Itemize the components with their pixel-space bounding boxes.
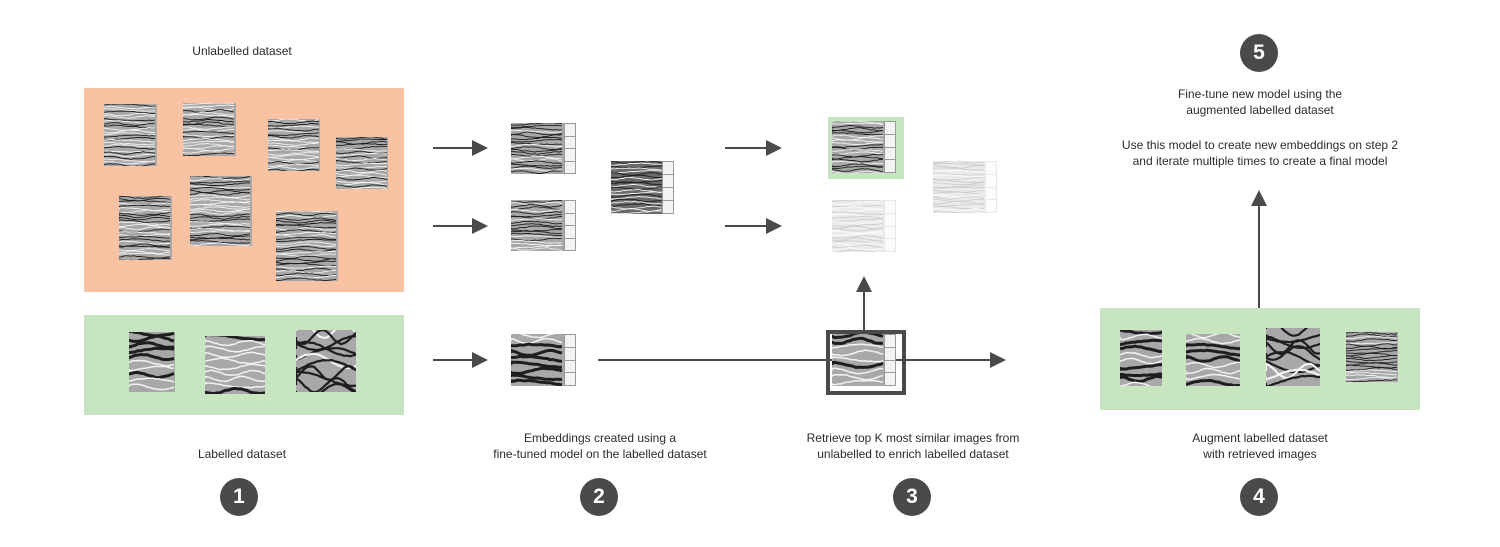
unlabelled-dataset-label: Unlabelled dataset (192, 44, 292, 58)
seismic-tile (296, 330, 356, 392)
seismic-tile (268, 119, 320, 171)
seismic-tile (832, 200, 884, 252)
seismic-tile (183, 103, 236, 156)
seismic-tile (1120, 330, 1162, 386)
retrieve-caption-line1: Retrieve top K most similar images from (806, 431, 1020, 445)
embedding-vector (564, 200, 576, 251)
seismic-tile (511, 334, 564, 386)
step-3-badge: 3 (893, 478, 931, 516)
retrieve-caption-line2: unlabelled to enrich labelled dataset (817, 447, 1009, 461)
embedding-vector (662, 161, 674, 214)
augment-caption-line2: with retrieved images (1203, 447, 1317, 461)
retrieve-caption: Retrieve top K most similar images from … (763, 430, 1063, 462)
seismic-tile (611, 161, 662, 214)
augment-caption-line1: Augment labelled dataset (1192, 431, 1328, 445)
step-4-badge: 4 (1240, 478, 1278, 516)
embedding-vector (884, 200, 896, 252)
embeddings-caption-line2: fine-tuned model on the labelled dataset (493, 447, 707, 461)
iterate-caption: Use this model to create new embeddings … (1085, 137, 1435, 169)
embedding-vector (985, 161, 997, 213)
step-5-badge: 5 (1240, 34, 1278, 72)
seismic-tile (1346, 332, 1398, 382)
embeddings-caption: Embeddings created using a fine-tuned mo… (450, 430, 750, 462)
seismic-tile (129, 332, 175, 392)
iterate-caption-line1: Use this model to create new embeddings … (1121, 138, 1399, 152)
step-1-badge: 1 (220, 478, 258, 516)
seismic-tile (1186, 334, 1240, 386)
seismic-tile (511, 123, 564, 174)
seismic-tile (104, 104, 157, 166)
augment-caption: Augment labelled dataset with retrieved … (1110, 430, 1410, 462)
embedding-vector (564, 123, 576, 174)
seismic-tile (336, 137, 388, 189)
finetune-caption-line2: augmented labelled dataset (1186, 103, 1334, 117)
query-highlight (826, 330, 906, 395)
seismic-tile (933, 161, 985, 213)
seismic-tile (119, 196, 172, 260)
labelled-dataset-label: Labelled dataset (197, 447, 287, 461)
seismic-tile (1266, 328, 1320, 386)
seismic-tile (511, 200, 564, 251)
embedding-vector (884, 121, 896, 173)
embedding-vector (564, 334, 576, 386)
seismic-tile (190, 176, 252, 246)
finetune-caption: Fine-tune new model using the augmented … (1085, 86, 1435, 118)
finetune-caption-line1: Fine-tune new model using the (1177, 87, 1343, 101)
step-2-badge: 2 (580, 478, 618, 516)
seismic-tile (205, 336, 265, 394)
embedding-vector (884, 334, 896, 386)
embeddings-caption-line1: Embeddings created using a (523, 431, 677, 445)
seismic-tile (832, 121, 884, 173)
iterate-caption-line2: and iterate multiple times to create a f… (1132, 154, 1388, 168)
seismic-tile (832, 334, 884, 386)
seismic-tile (276, 211, 338, 281)
